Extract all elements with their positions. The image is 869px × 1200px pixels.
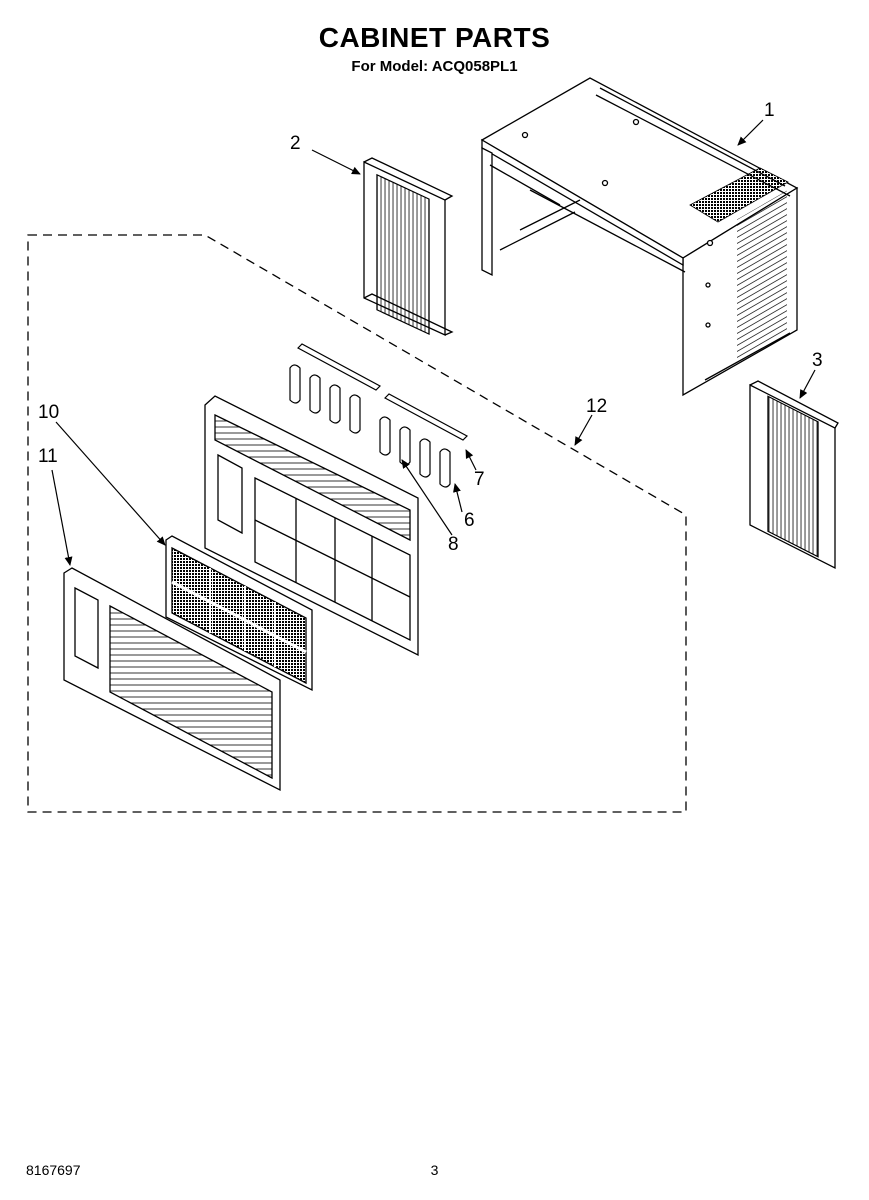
side-curtain-right: [749, 380, 839, 570]
callout-10: 10: [38, 402, 59, 423]
callout-2: 2: [290, 133, 301, 154]
callout-8: 8: [448, 534, 459, 555]
front-panel: [204, 395, 419, 657]
model-subtitle: For Model: ACQ058PL1: [351, 58, 518, 75]
leader-lines: [51, 119, 816, 566]
air-filter: [165, 535, 313, 692]
callout-1: 1: [764, 100, 775, 121]
louver-clips: [289, 364, 451, 488]
document-number: 8167697: [26, 1162, 81, 1178]
callout-7: 7: [474, 469, 485, 490]
callout-3: 3: [812, 350, 823, 371]
cabinet-wrapper: [480, 77, 799, 397]
callout-6: 6: [464, 510, 475, 531]
page-title: CABINET PARTS: [318, 22, 551, 53]
callout-11: 11: [38, 446, 58, 467]
callout-12: 12: [586, 396, 607, 417]
side-curtain-left: [363, 157, 454, 337]
page-number: 3: [430, 1162, 439, 1178]
front-grille: [63, 567, 281, 792]
louver-strips: [297, 343, 468, 441]
